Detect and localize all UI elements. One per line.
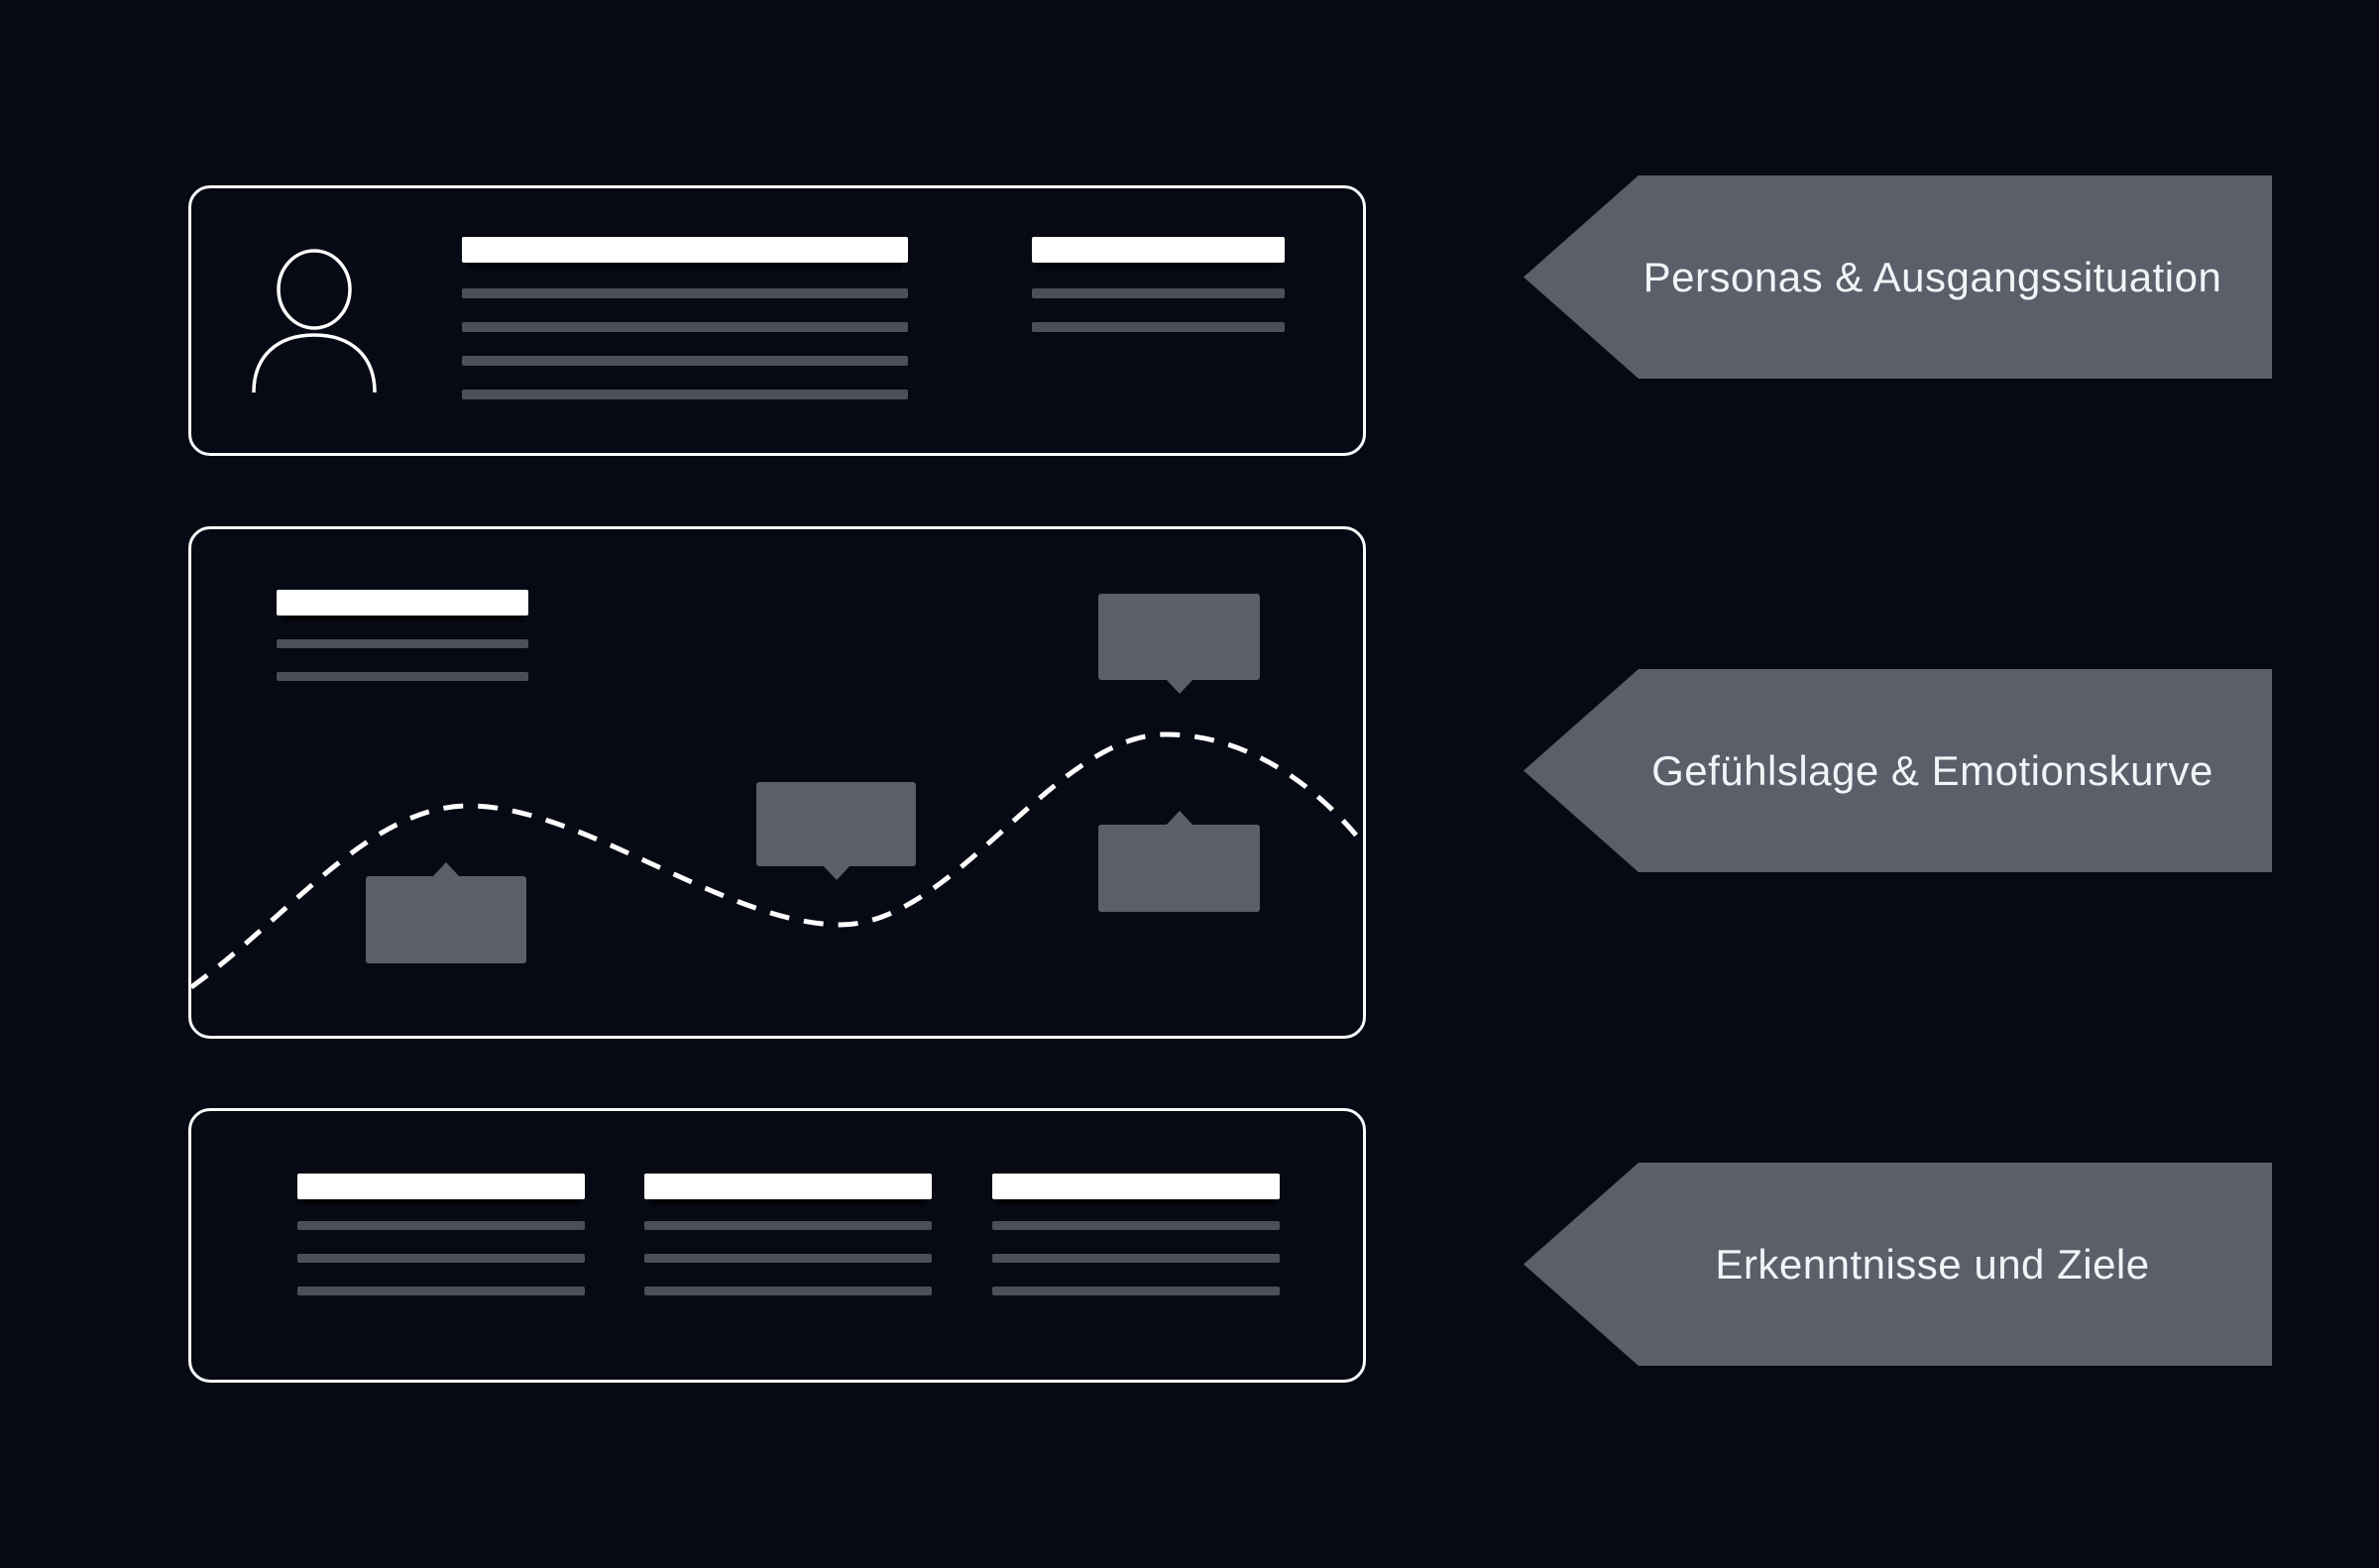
heading-placeholder-bar xyxy=(277,590,528,616)
text-placeholder-line xyxy=(297,1287,585,1295)
text-placeholder-line xyxy=(644,1221,932,1230)
insights-card xyxy=(188,1108,1366,1383)
bubble-pointer-up xyxy=(1165,811,1193,826)
step-label-personas: Personas & Ausgangssituation xyxy=(1524,175,2272,379)
text-placeholder-line xyxy=(992,1287,1280,1295)
bubble-pointer-up xyxy=(432,862,460,877)
step-label-text: Gefühlslage & Emotionskurve xyxy=(1651,746,2213,794)
persona-card xyxy=(188,185,1366,456)
heading-placeholder-bar xyxy=(992,1174,1280,1199)
bubble-pointer-down xyxy=(1165,679,1193,694)
annotation-bubble xyxy=(756,782,916,880)
heading-placeholder-bar xyxy=(644,1174,932,1199)
text-placeholder-line xyxy=(297,1221,585,1230)
text-placeholder-line xyxy=(462,322,908,332)
text-placeholder-line xyxy=(1032,288,1285,298)
text-placeholder-line xyxy=(277,672,528,681)
annotation-bubble xyxy=(1098,811,1260,912)
text-placeholder-line xyxy=(992,1254,1280,1263)
text-placeholder-line xyxy=(462,356,908,366)
bubble-pointer-down xyxy=(822,865,850,880)
heading-placeholder-bar xyxy=(1032,237,1285,263)
annotation-bubble xyxy=(366,862,526,963)
text-placeholder-line xyxy=(644,1287,932,1295)
step-label-text: Personas & Ausgangssituation xyxy=(1643,253,2222,300)
heading-placeholder-bar xyxy=(462,237,908,263)
text-placeholder-line xyxy=(462,390,908,399)
step-label-text: Erkenntnisse und Ziele xyxy=(1715,1240,2150,1288)
step-label-emotion-curve: Gefühlslage & Emotionskurve xyxy=(1524,669,2272,872)
person-icon xyxy=(252,249,377,393)
text-placeholder-line xyxy=(277,639,528,648)
text-placeholder-line xyxy=(297,1254,585,1263)
step-label-insights: Erkenntnisse und Ziele xyxy=(1524,1163,2272,1366)
text-placeholder-line xyxy=(462,288,908,298)
annotation-bubble xyxy=(1098,594,1260,694)
emotion-curve-card xyxy=(188,526,1366,1039)
text-placeholder-line xyxy=(992,1221,1280,1230)
emotion-curve xyxy=(191,731,1363,990)
heading-placeholder-bar xyxy=(297,1174,585,1199)
text-placeholder-line xyxy=(644,1254,932,1263)
text-placeholder-line xyxy=(1032,322,1285,332)
